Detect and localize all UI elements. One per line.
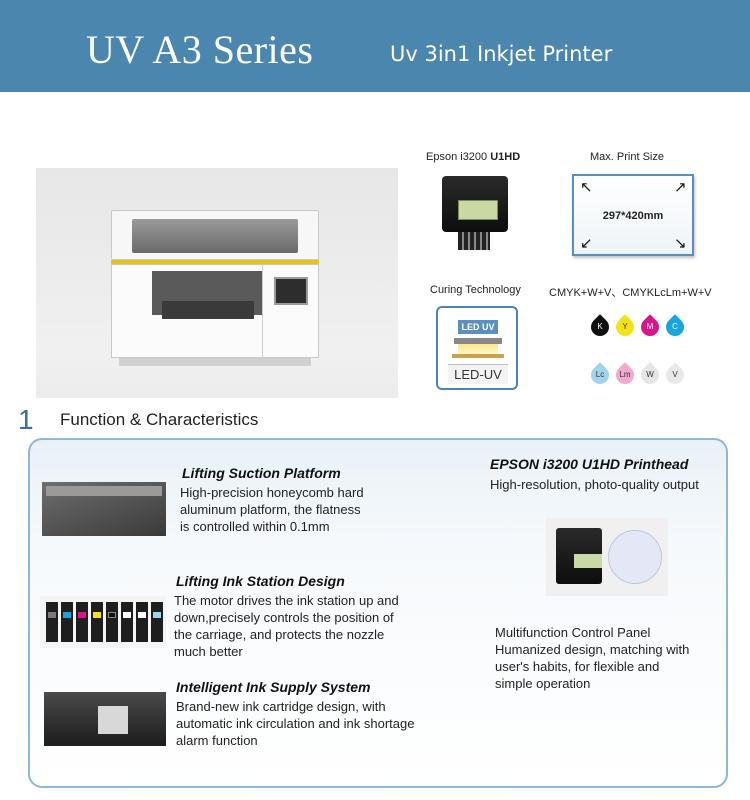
ink-drop-icon: C (662, 314, 688, 340)
printhead-feature-title: EPSON i3200 U1HD Printhead (490, 456, 689, 472)
product-title: UV A3 Series (86, 27, 314, 72)
printhead-caption-model: U1HD (490, 151, 521, 163)
control-panel-title: Multifunction Control Panel (495, 625, 651, 640)
ink-drop-icon: W (637, 362, 663, 388)
nozzle-detail-image (608, 530, 662, 584)
ink-drop-label: M (646, 322, 654, 331)
ink-station-text: The motor drives the ink station up and … (174, 592, 399, 660)
printer-accent-stripe (111, 260, 319, 264)
ink-station-title: Lifting Ink Station Design (176, 573, 345, 589)
platform-title: Lifting Suction Platform (182, 465, 341, 481)
ink-station-text-line: The motor drives the ink station up and (174, 593, 399, 608)
ink-caption: CMYK+W+V、CMYKLcLm+W+V (549, 287, 712, 299)
arrow-down-left-icon: ↙ (580, 235, 593, 252)
arrow-down-right-icon: ↘ (674, 235, 687, 252)
ink-drop-icon: Y (612, 314, 638, 340)
printhead-caption-text: Epson i3200 (426, 151, 491, 163)
led-lamp-icon (454, 338, 502, 344)
max-size-caption: Max. Print Size (590, 151, 664, 163)
header-banner: UV A3 Series Uv 3in1 Inkjet Printer (0, 0, 750, 92)
section-title: Function & Characteristics (60, 410, 259, 429)
printhead-label (458, 200, 498, 220)
platform-text-line: aluminum platform, the flatness (180, 502, 361, 517)
ink-drop-icon: Lc (587, 362, 613, 388)
printhead-image (438, 172, 514, 256)
ink-cartridge (76, 602, 88, 642)
ink-drop-label: C (672, 322, 678, 331)
platform-text-line: is controlled within 0.1mm (180, 519, 330, 534)
ink-drop-label: K (597, 322, 603, 331)
ink-drop-label: W (646, 370, 654, 379)
ink-drop-icon: M (637, 314, 663, 340)
printhead-feature-label (574, 554, 602, 568)
product-subtitle: Uv 3in1 Inkjet Printer (390, 42, 613, 66)
printer-screen (274, 277, 308, 305)
printer-base (119, 358, 311, 366)
ink-supply-image (44, 692, 166, 746)
control-panel-text-line: Humanized design, matching with (495, 642, 690, 657)
supply-text-line: Brand-new ink cartridge design, with (176, 699, 386, 714)
ink-cartridge (121, 602, 133, 642)
printhead-feature-text: High-resolution, photo-quality output (490, 477, 699, 492)
ink-drop-label: Lm (619, 370, 631, 379)
arrow-up-left-icon: ↖ (580, 179, 593, 196)
printer-seam (262, 265, 263, 357)
max-size-tile: ↖ ↗ ↙ ↘ 297*420mm (572, 174, 694, 256)
control-panel-text: Multifunction Control Panel Humanized de… (495, 624, 689, 692)
led-uv-label: LED-UV (448, 364, 508, 384)
ink-drop-label: V (672, 370, 678, 379)
ink-drop-icon: Lm (612, 362, 638, 388)
ink-station-text-line: the carriage, and protects the nozzle (174, 627, 385, 642)
platform-image (42, 482, 166, 536)
platform-text-line: High-precision honeycomb hard (180, 485, 364, 500)
ink-drop-label: Lc (595, 370, 605, 379)
ink-cartridge (151, 602, 163, 642)
printer-lid (111, 210, 319, 260)
ink-station-text-line: down,precisely controls the position of (174, 610, 394, 625)
ink-cartridge (61, 602, 73, 642)
ink-drop-icon: V (662, 362, 688, 388)
printhead-caption: Epson i3200 U1HD (426, 151, 520, 163)
ink-cartridge (46, 602, 58, 642)
ink-station-text-line: much better (174, 644, 243, 659)
ink-drop-icon: K (587, 314, 613, 340)
ink-station-image (40, 596, 166, 648)
platform-text: High-precision honeycomb hard aluminum p… (180, 484, 364, 535)
ink-supply-bottle (98, 706, 128, 734)
arrow-up-right-icon: ↗ (674, 179, 687, 196)
max-size-value: 297*420mm (602, 210, 664, 222)
led-uv-badge: LED UV (458, 320, 498, 334)
section-number: 1 (18, 404, 34, 435)
ink-cartridge (136, 602, 148, 642)
printer-body (111, 264, 319, 358)
supply-text-line: automatic ink circulation and ink shorta… (176, 716, 415, 731)
printhead-body (442, 176, 508, 232)
printer-window (132, 219, 298, 253)
led-substrate-icon (452, 354, 504, 358)
led-light-icon (458, 344, 498, 354)
printer-photo (36, 168, 398, 398)
printhead-pins (458, 232, 490, 250)
ink-cartridge (91, 602, 103, 642)
led-uv-tile: LED UV LED-UV (436, 306, 518, 390)
printhead-feature-image (546, 518, 668, 596)
printer-bed (162, 301, 254, 319)
platform-edge (46, 486, 162, 496)
ink-drop-label: Y (622, 322, 628, 331)
printhead-feature-body (556, 528, 602, 584)
control-panel-text-line: user's habits, for flexible and (495, 659, 660, 674)
supply-text: Brand-new ink cartridge design, with aut… (176, 698, 414, 749)
curing-caption: Curing Technology (430, 284, 521, 296)
supply-title: Intelligent Ink Supply System (176, 679, 371, 695)
ink-cartridge (106, 602, 118, 642)
control-panel-text-line: simple operation (495, 676, 591, 691)
supply-text-line: alarm function (176, 733, 258, 748)
